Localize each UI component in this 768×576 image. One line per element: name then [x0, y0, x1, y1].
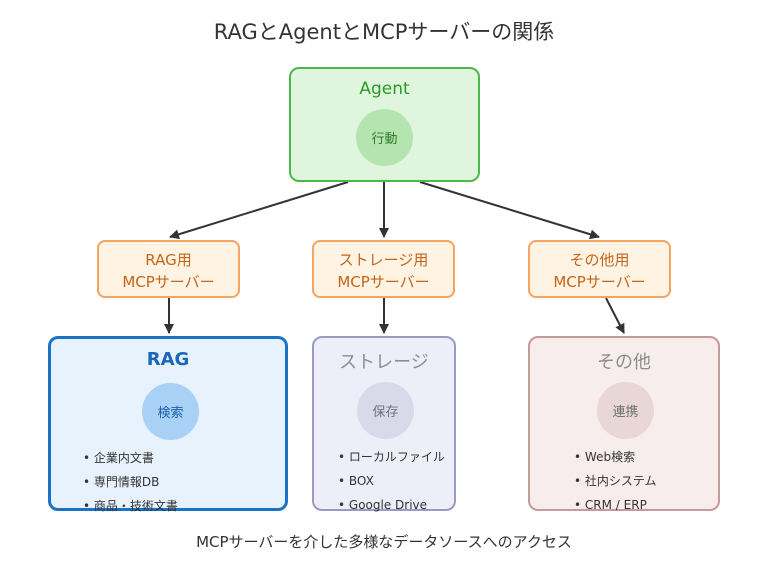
storage-mcp-server-node: ストレージ用 MCPサーバー	[312, 240, 455, 298]
list-item: BOX	[338, 469, 445, 493]
list-item: 商品・技術文書	[83, 494, 178, 518]
list-item: 企業内文書	[83, 446, 178, 470]
other-role-circle: 連携	[597, 382, 654, 439]
list-item: CRM / ERP	[574, 493, 657, 517]
other-mcp-line2: MCPサーバー	[553, 273, 646, 291]
storage-label: ストレージ	[339, 352, 429, 373]
arrow-agent-to-rag-mcp	[169, 181, 349, 240]
list-item: Google Drive	[338, 493, 445, 517]
list-item: 専門情報DB	[83, 470, 178, 494]
storage-mcp-line1: ストレージ用	[338, 251, 429, 269]
storage-items: ローカルファイル BOX Google Drive	[338, 445, 445, 517]
rag-label: RAG	[146, 349, 190, 370]
arrow-agent-to-other-mcp	[419, 181, 600, 240]
list-item: 社内システム	[574, 469, 657, 493]
list-item: ローカルファイル	[338, 445, 445, 469]
agent-label: Agent	[359, 79, 410, 99]
storage-mcp-line2: MCPサーバー	[337, 273, 430, 291]
rag-mcp-server-node: RAG用 MCPサーバー	[97, 240, 240, 298]
other-label: その他	[597, 352, 651, 373]
other-role: 連携	[612, 405, 639, 420]
list-item: Web検索	[574, 445, 657, 469]
storage-node: ストレージ 保存 ローカルファイル BOX Google Drive	[312, 336, 456, 512]
arrow-other-mcp-to-other	[605, 297, 625, 334]
storage-role-circle: 保存	[357, 382, 414, 439]
rag-mcp-line2: MCPサーバー	[122, 273, 215, 291]
rag-role: 検索	[157, 406, 184, 421]
other-mcp-line1: その他用	[569, 251, 630, 269]
agent-node: Agent 行動	[289, 67, 480, 182]
rag-node: RAG 検索 企業内文書 専門情報DB 商品・技術文書	[48, 336, 288, 513]
diagram-caption: MCPサーバーを介した多様なデータソースへのアクセス	[196, 533, 572, 551]
storage-role: 保存	[372, 405, 399, 420]
rag-mcp-line1: RAG用	[145, 251, 192, 269]
other-node: その他 連携 Web検索 社内システム CRM / ERP	[528, 336, 720, 512]
rag-role-circle: 検索	[142, 383, 199, 440]
other-mcp-server-node: その他用 MCPサーバー	[528, 240, 671, 298]
other-items: Web検索 社内システム CRM / ERP	[574, 445, 657, 517]
rag-items: 企業内文書 専門情報DB 商品・技術文書	[83, 446, 178, 518]
agent-role: 行動	[371, 132, 398, 147]
agent-role-circle: 行動	[356, 109, 413, 166]
diagram-title: RAGとAgentとMCPサーバーの関係	[213, 20, 555, 44]
